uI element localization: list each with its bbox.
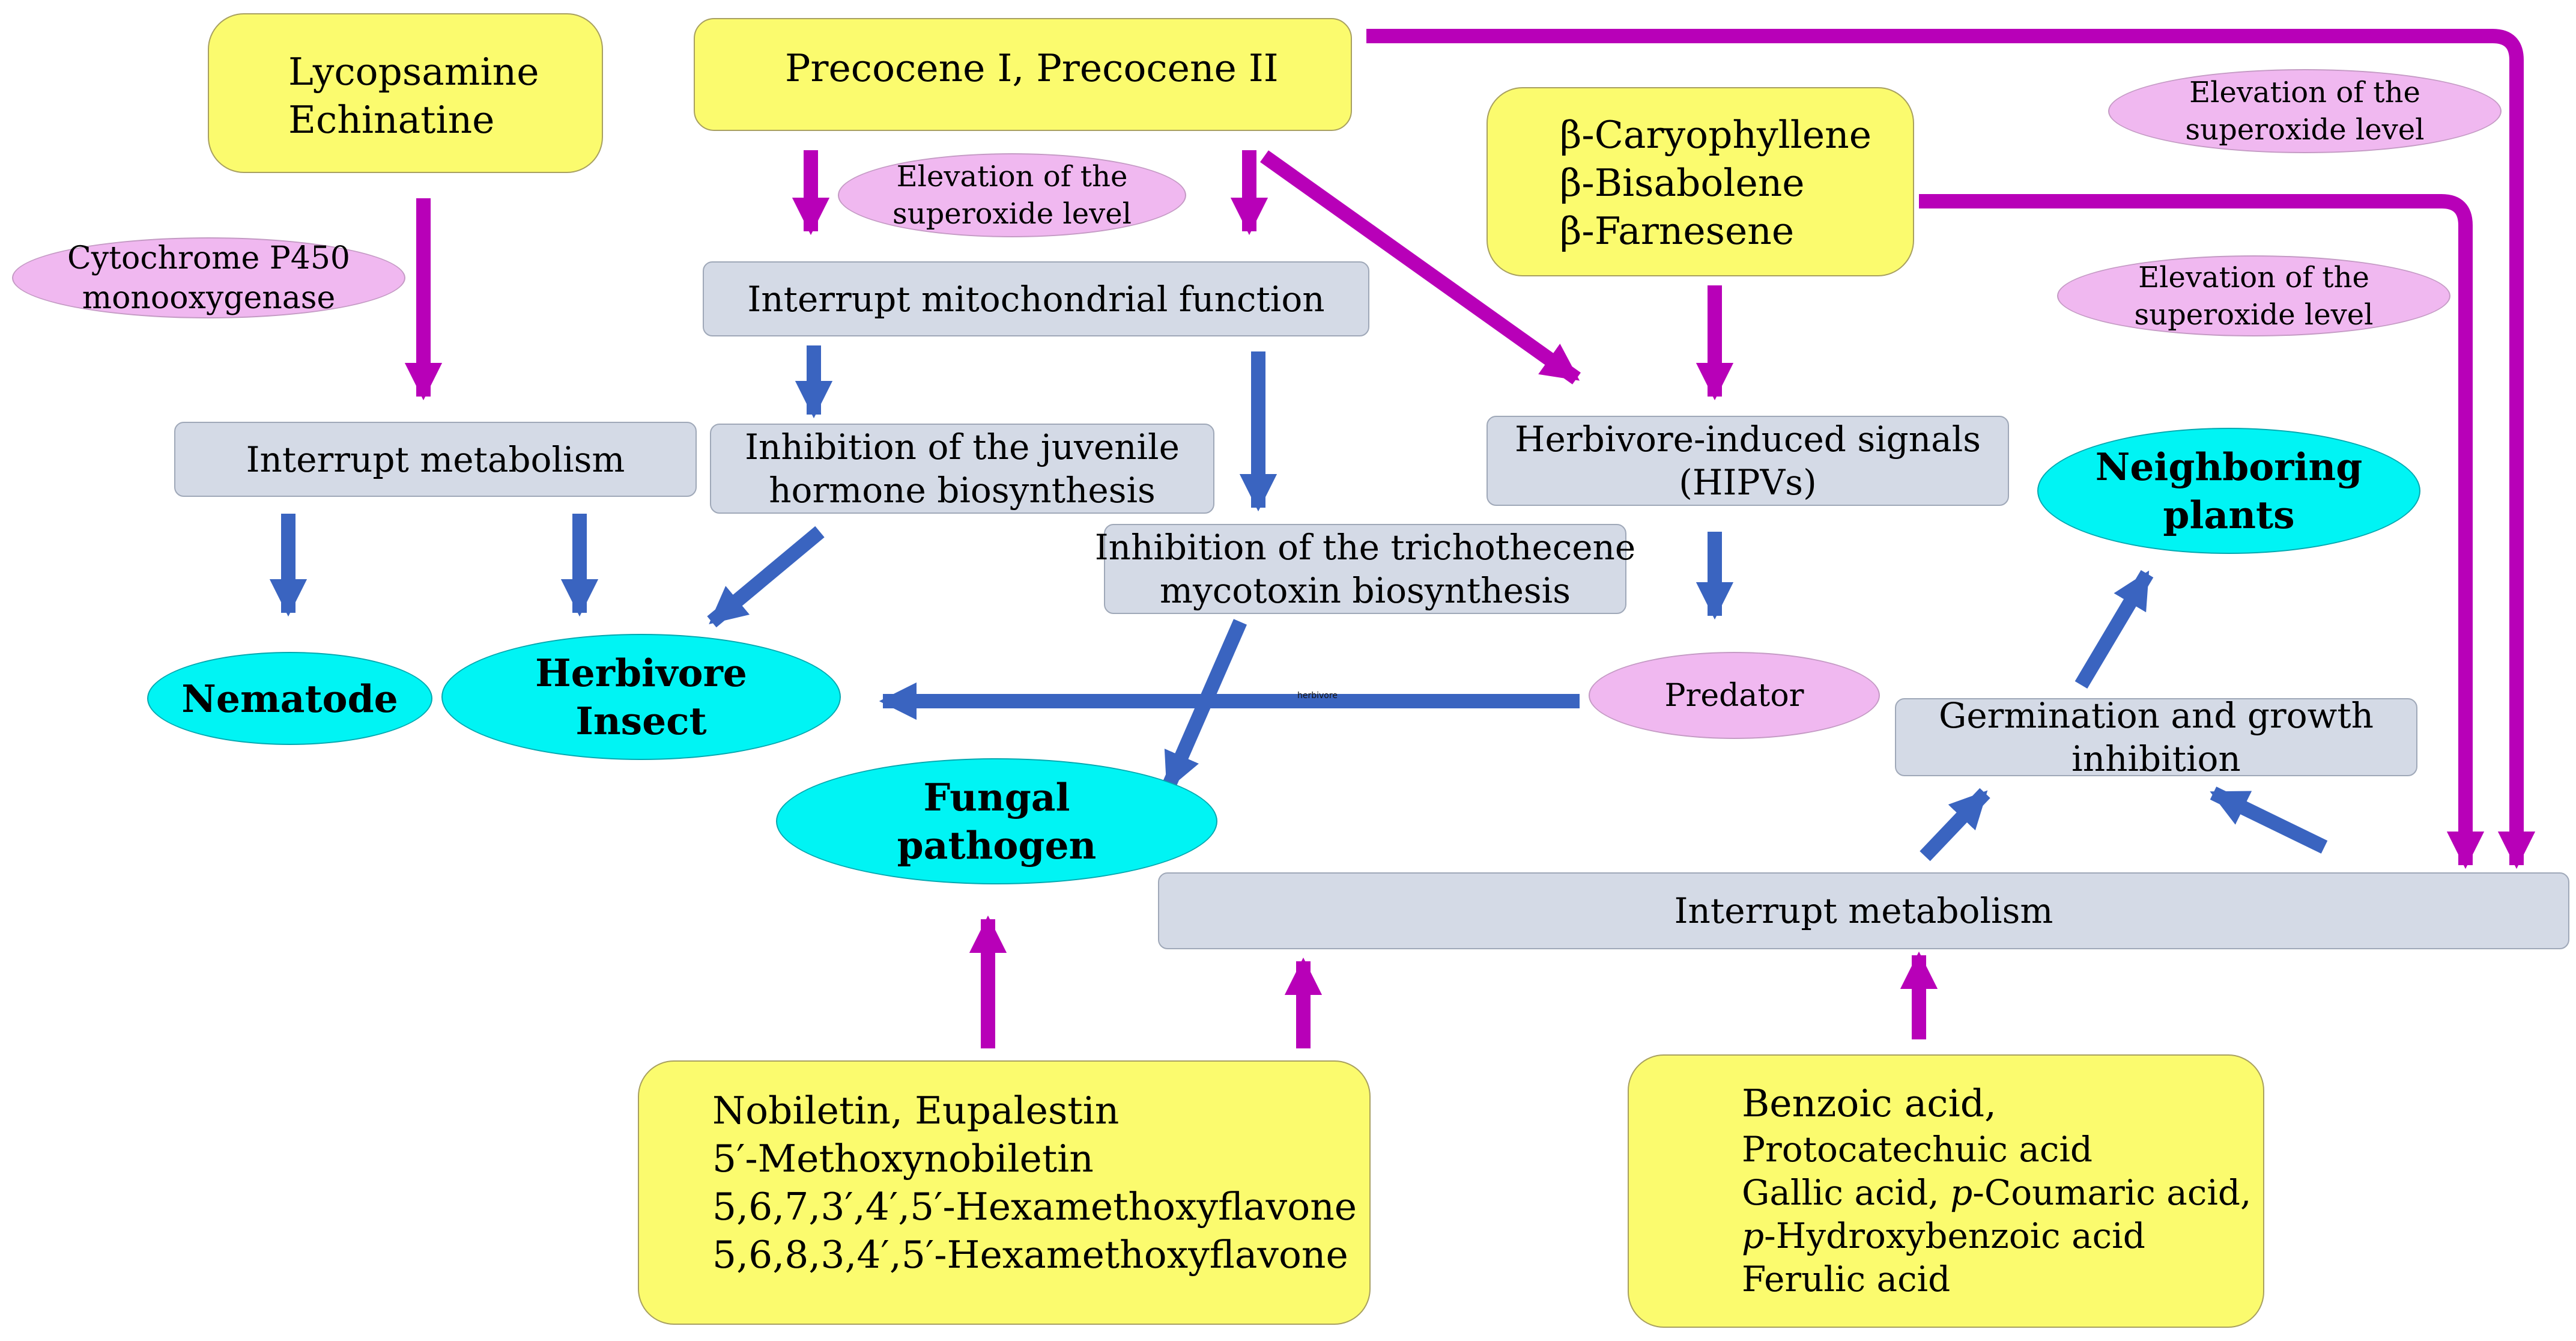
superoxide-ellipse-top-right: Elevation of the superoxide level	[2108, 69, 2502, 153]
herbivore-tiny-label: herbivore	[1297, 691, 1338, 701]
flavonoids-box: Nobiletin, Eupalestin 5′-Methoxynobileti…	[638, 1060, 1371, 1325]
precocene-box: Precocene I, Precocene II	[694, 18, 1352, 131]
germination-box: Germination and growth inhibition	[1895, 695, 2417, 779]
fungal-pathogen-ellipse: Fungal pathogen	[776, 758, 1217, 884]
farnesene-label: β-Farnesene	[1560, 209, 1795, 253]
phenolic-acids-box: Benzoic acid, Protocatechuic acid Gallic…	[1628, 1054, 2264, 1328]
hipvs-box: Herbivore-induced signals (HIPVs)	[1487, 416, 2009, 506]
protocatechuic-acid-label: Protocatechuic acid	[1742, 1129, 2093, 1170]
herbivore-insect-ellipse: Herbivore Insect	[441, 634, 841, 760]
blue-arrow	[1920, 788, 1990, 862]
trichothecene-box: Inhibition of the trichothecene mycotoxi…	[1095, 524, 1635, 614]
nobiletin-label: Nobiletin, Eupalestin	[712, 1089, 1120, 1133]
magenta-arrow	[1919, 194, 2485, 869]
superoxide-ellipse-center: Elevation of the superoxide level	[838, 153, 1186, 237]
ferulic-acid-label: Ferulic acid	[1742, 1259, 1951, 1300]
blue-arrow	[2210, 786, 2328, 854]
blue-arrow	[707, 526, 825, 628]
lycopsamine-box: Lycopsamine Echinatine	[208, 13, 603, 173]
precocene-label: Precocene I, Precocene II	[785, 46, 1279, 90]
benzoic-acid-label: Benzoic acid,	[1742, 1081, 1997, 1125]
predator-ellipse: Predator	[1589, 652, 1880, 739]
methoxynobiletin-label: 5′-Methoxynobiletin	[712, 1137, 1094, 1181]
cytochrome-ellipse: Cytochrome P450 monooxygenase	[12, 237, 405, 318]
magenta-arrow	[1366, 29, 2536, 869]
hexamethoxyflavone-1-label: 5,6,7,3′,4′,5′-Hexamethoxyflavone	[712, 1185, 1357, 1229]
interrupt-metabolism-bottom-box: Interrupt metabolism	[1158, 872, 2569, 949]
echinatine-label: Echinatine	[288, 98, 495, 142]
hexamethoxyflavone-2-label: 5,6,8,3,4′,5′-Hexamethoxyflavone	[712, 1233, 1348, 1277]
bisabolene-label: β-Bisabolene	[1560, 161, 1805, 205]
magenta-arrow	[1260, 150, 1581, 385]
nematode-ellipse: Nematode	[147, 652, 432, 745]
neighboring-plants-ellipse: Neighboring plants	[2037, 428, 2420, 554]
hydroxybenzoic-acid-label: p-Hydroxybenzoic acid	[1742, 1215, 2145, 1256]
superoxide-ellipse-mid-right: Elevation of the superoxide level	[2057, 255, 2450, 336]
gallic-coumaric-acid-label: Gallic acid, p-Coumaric acid,	[1742, 1172, 2252, 1213]
interrupt-mitochondrial-box: Interrupt mitochondrial function	[703, 261, 1369, 336]
caryophyllene-box: β-Caryophyllene β-Bisabolene β-Farnesene	[1487, 87, 1914, 276]
caryophyllene-label: β-Caryophyllene	[1560, 113, 1872, 157]
blue-arrow	[2074, 570, 2154, 689]
juvenile-hormone-box: Inhibition of the juvenile hormone biosy…	[710, 424, 1214, 514]
lycopsamine-label: Lycopsamine	[288, 50, 539, 94]
interrupt-metabolism-left-box: Interrupt metabolism	[174, 422, 697, 497]
